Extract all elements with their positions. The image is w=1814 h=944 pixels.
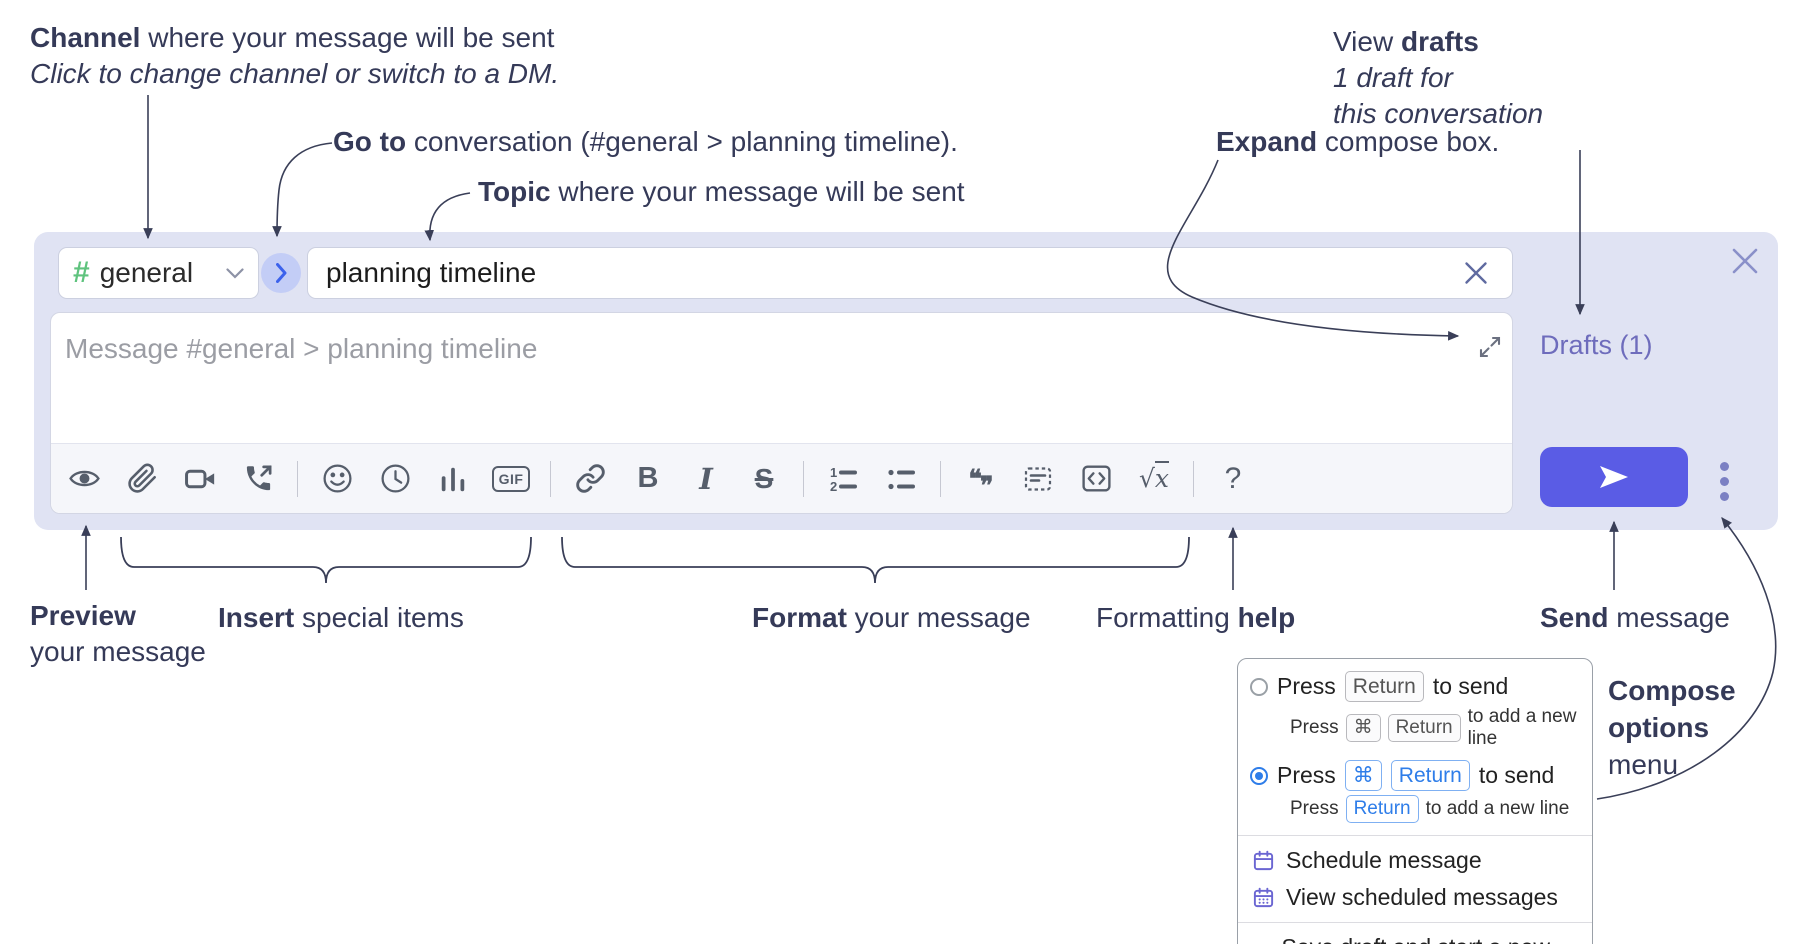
toolbar-divider (803, 460, 804, 497)
annotation-channel: Channel where your message will be sent … (30, 22, 560, 89)
bar-chart-icon (441, 467, 465, 491)
channel-hash-icon: # (73, 256, 90, 289)
option-enter-to-send[interactable]: Press Return to send (1250, 671, 1578, 702)
menu-item-view-scheduled-messages[interactable]: View scheduled messages (1238, 879, 1592, 916)
channel-selector[interactable]: # general (58, 247, 259, 299)
bulleted-list-icon (888, 469, 915, 489)
svg-text:2: 2 (830, 479, 837, 494)
chevron-down-icon (226, 267, 244, 279)
video-camera-icon (185, 469, 215, 488)
key-return: Return (1345, 795, 1419, 823)
menu-item-schedule-message[interactable]: Schedule message (1238, 842, 1592, 879)
formatting-help-button[interactable]: ? (1224, 461, 1242, 495)
link-button[interactable] (567, 456, 613, 502)
go-to-conversation-button[interactable] (261, 253, 301, 293)
numbered-list-icon: 1 2 (830, 465, 857, 494)
annotation-preview: Preview your message (30, 600, 206, 667)
calendar-icon (1253, 850, 1274, 871)
expand-compose-icon[interactable] (1478, 335, 1502, 359)
send-button[interactable] (1540, 447, 1688, 507)
bulleted-list-button[interactable] (878, 456, 924, 502)
paperclip-icon (127, 463, 156, 493)
annotation-compose-options: Compose options menu (1608, 675, 1736, 780)
popup-divider (1238, 835, 1592, 836)
annotation-send: Send message (1540, 602, 1730, 633)
add-video-call-button[interactable] (177, 456, 223, 502)
topic-input-container (307, 247, 1513, 299)
attach-file-button[interactable] (119, 456, 165, 502)
popup-divider (1238, 922, 1592, 923)
code-button[interactable] (1073, 456, 1119, 502)
annotation-go-to: Go to conversation (#general > planning … (333, 126, 958, 157)
key-cmd: ⌘ (1345, 714, 1381, 742)
message-input[interactable] (51, 313, 1512, 443)
annotation-view-drafts: View drafts 1 draft for this conversatio… (1333, 26, 1544, 129)
phone-outgoing-icon (246, 465, 271, 491)
toolbar-divider (297, 460, 298, 497)
annotation-formatting-help: Formatting help (1096, 602, 1296, 633)
smiley-icon (322, 464, 352, 493)
toolbar-divider (1193, 460, 1194, 497)
menu-item-save-draft-new-message[interactable]: Save draft and start a new message (1238, 929, 1592, 944)
add-global-time-button[interactable] (372, 456, 418, 502)
quote-button[interactable]: ❝❞ (968, 464, 994, 500)
key-return: Return (1390, 760, 1470, 791)
channel-name: general (99, 257, 194, 288)
add-poll-button[interactable] (430, 456, 476, 502)
numbered-list-button[interactable]: 1 2 (820, 456, 866, 502)
add-gif-button[interactable]: GIF (488, 456, 534, 502)
compose-options-menu-button[interactable] (1710, 458, 1738, 504)
compose-options-popup: Press Return to send Press ⌘ Return to a… (1237, 658, 1593, 944)
option-enter-to-send-hint: Press ⌘ Return to add a new line (1290, 706, 1577, 749)
option-cmd-enter-to-send[interactable]: Press ⌘ Return to send (1250, 760, 1578, 791)
compose-box: # general (34, 232, 1778, 530)
math-icon: √x (1139, 461, 1170, 493)
radio-unselected[interactable] (1250, 677, 1268, 696)
annotation-insert: Insert special items (218, 602, 464, 633)
drafts-link[interactable]: Drafts (1) (1540, 330, 1653, 360)
spoiler-button[interactable] (1015, 456, 1061, 502)
svg-text:1: 1 (830, 465, 837, 480)
math-button[interactable]: √x (1131, 456, 1177, 502)
annotation-topic: Topic where your message will be sent (478, 176, 965, 207)
key-cmd: ⌘ (1344, 760, 1382, 791)
radio-selected[interactable] (1250, 766, 1268, 785)
compose-toolbar: GIF B I S 1 2 (51, 443, 1512, 513)
bold-button[interactable]: B (637, 462, 659, 494)
key-return: Return (1344, 671, 1424, 702)
annotation-format: Format your message (752, 602, 1031, 633)
calendar-grid-icon (1253, 887, 1274, 908)
strikethrough-button[interactable]: S (754, 462, 774, 494)
add-emoji-button[interactable] (314, 456, 360, 502)
clock-icon (380, 464, 410, 493)
annotation-expand: Expand compose box. (1216, 126, 1500, 157)
quote-icon: ❝ (968, 464, 983, 493)
preview-button[interactable] (61, 456, 107, 502)
gif-icon: GIF (491, 465, 531, 492)
chevron-right-icon (275, 263, 286, 283)
add-voice-call-button[interactable] (235, 456, 281, 502)
code-icon (1081, 465, 1111, 492)
message-panel: GIF B I S 1 2 (50, 312, 1513, 514)
spoiler-icon (1024, 466, 1052, 491)
toolbar-divider (940, 460, 941, 497)
link-icon (575, 464, 605, 493)
topic-input[interactable] (326, 257, 1458, 289)
close-compose-icon[interactable] (1728, 244, 1762, 278)
key-return: Return (1387, 714, 1461, 742)
italic-button[interactable]: I (699, 461, 713, 496)
clear-topic-icon[interactable] (1458, 261, 1494, 285)
toolbar-divider (550, 460, 551, 497)
send-icon (1600, 466, 1628, 488)
eye-icon (68, 470, 100, 487)
option-cmd-enter-to-send-hint: Press Return to add a new line (1290, 795, 1578, 823)
ellipsis-icon (1719, 461, 1729, 471)
